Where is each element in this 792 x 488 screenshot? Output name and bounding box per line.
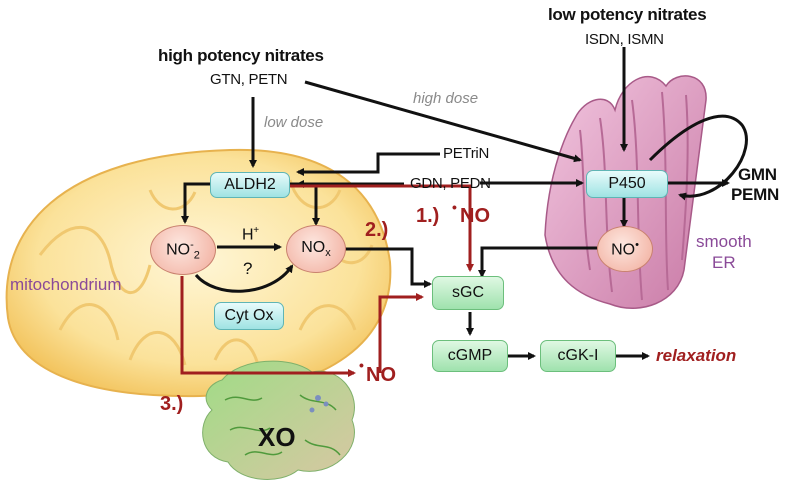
relaxation-label: relaxation	[656, 346, 737, 365]
step-3-label: 3.)	[160, 393, 184, 415]
sgc-label: sGC	[452, 284, 484, 301]
question-mark: ?	[243, 259, 253, 278]
step-1-label: 1.)	[416, 205, 440, 227]
cgk-label: cGK-I	[557, 347, 599, 364]
step-1-radical-dot: •	[452, 199, 457, 215]
nitric-oxide-er-oval: NO•	[597, 226, 653, 272]
nitric-oxide-er-label: NO•	[611, 238, 639, 259]
step-2-label: 2.)	[365, 219, 389, 241]
xo-no-radical-dot: •	[359, 357, 364, 373]
nitrite-oval: NO-2	[150, 225, 216, 275]
low-potency-drugs: ISDN, ISMN	[585, 31, 664, 48]
cyt-ox-box: Cyt Ox	[214, 302, 284, 330]
high-dose-label: high dose	[413, 90, 479, 107]
step-1-no-label: NO	[460, 205, 490, 227]
gmn-label: GMN	[738, 165, 777, 184]
er-label: ER	[712, 253, 736, 272]
nitrite-label: NO-2	[166, 238, 200, 262]
cgmp-label: cGMP	[447, 347, 493, 364]
nox-oval: NOx	[286, 225, 346, 273]
smooth-label: smooth	[696, 232, 752, 251]
mitochondrium-label: mitochondrium	[10, 275, 122, 294]
high-potency-drugs: GTN, PETN	[210, 71, 288, 88]
cyt-ox-label: Cyt Ox	[224, 307, 274, 324]
aldh2-box: ALDH2	[210, 172, 290, 198]
p450-box: P450	[586, 170, 668, 198]
low-potency-title: low potency nitrates	[548, 5, 707, 24]
xo-label: XO	[258, 422, 296, 452]
cgk-box: cGK-I	[540, 340, 616, 372]
xanthine-oxidase-structure	[202, 360, 355, 480]
aldh2-label: ALDH2	[224, 176, 276, 193]
red-arrows	[180, 184, 474, 377]
proton-label: H+	[242, 225, 259, 244]
p450-label: P450	[608, 175, 646, 192]
cgmp-box: cGMP	[432, 340, 508, 372]
sgc-box: sGC	[432, 276, 504, 310]
low-dose-label: low dose	[264, 114, 324, 131]
pemn-label: PEMN	[731, 185, 779, 204]
black-arrows	[181, 47, 748, 360]
gdn-pedn-label: GDN, PEDN	[410, 175, 491, 192]
xo-no-label: NO	[366, 364, 396, 386]
nox-label: NOx	[301, 238, 331, 260]
petrin-label: PETriN	[443, 145, 489, 162]
high-potency-title: high potency nitrates	[158, 46, 324, 65]
